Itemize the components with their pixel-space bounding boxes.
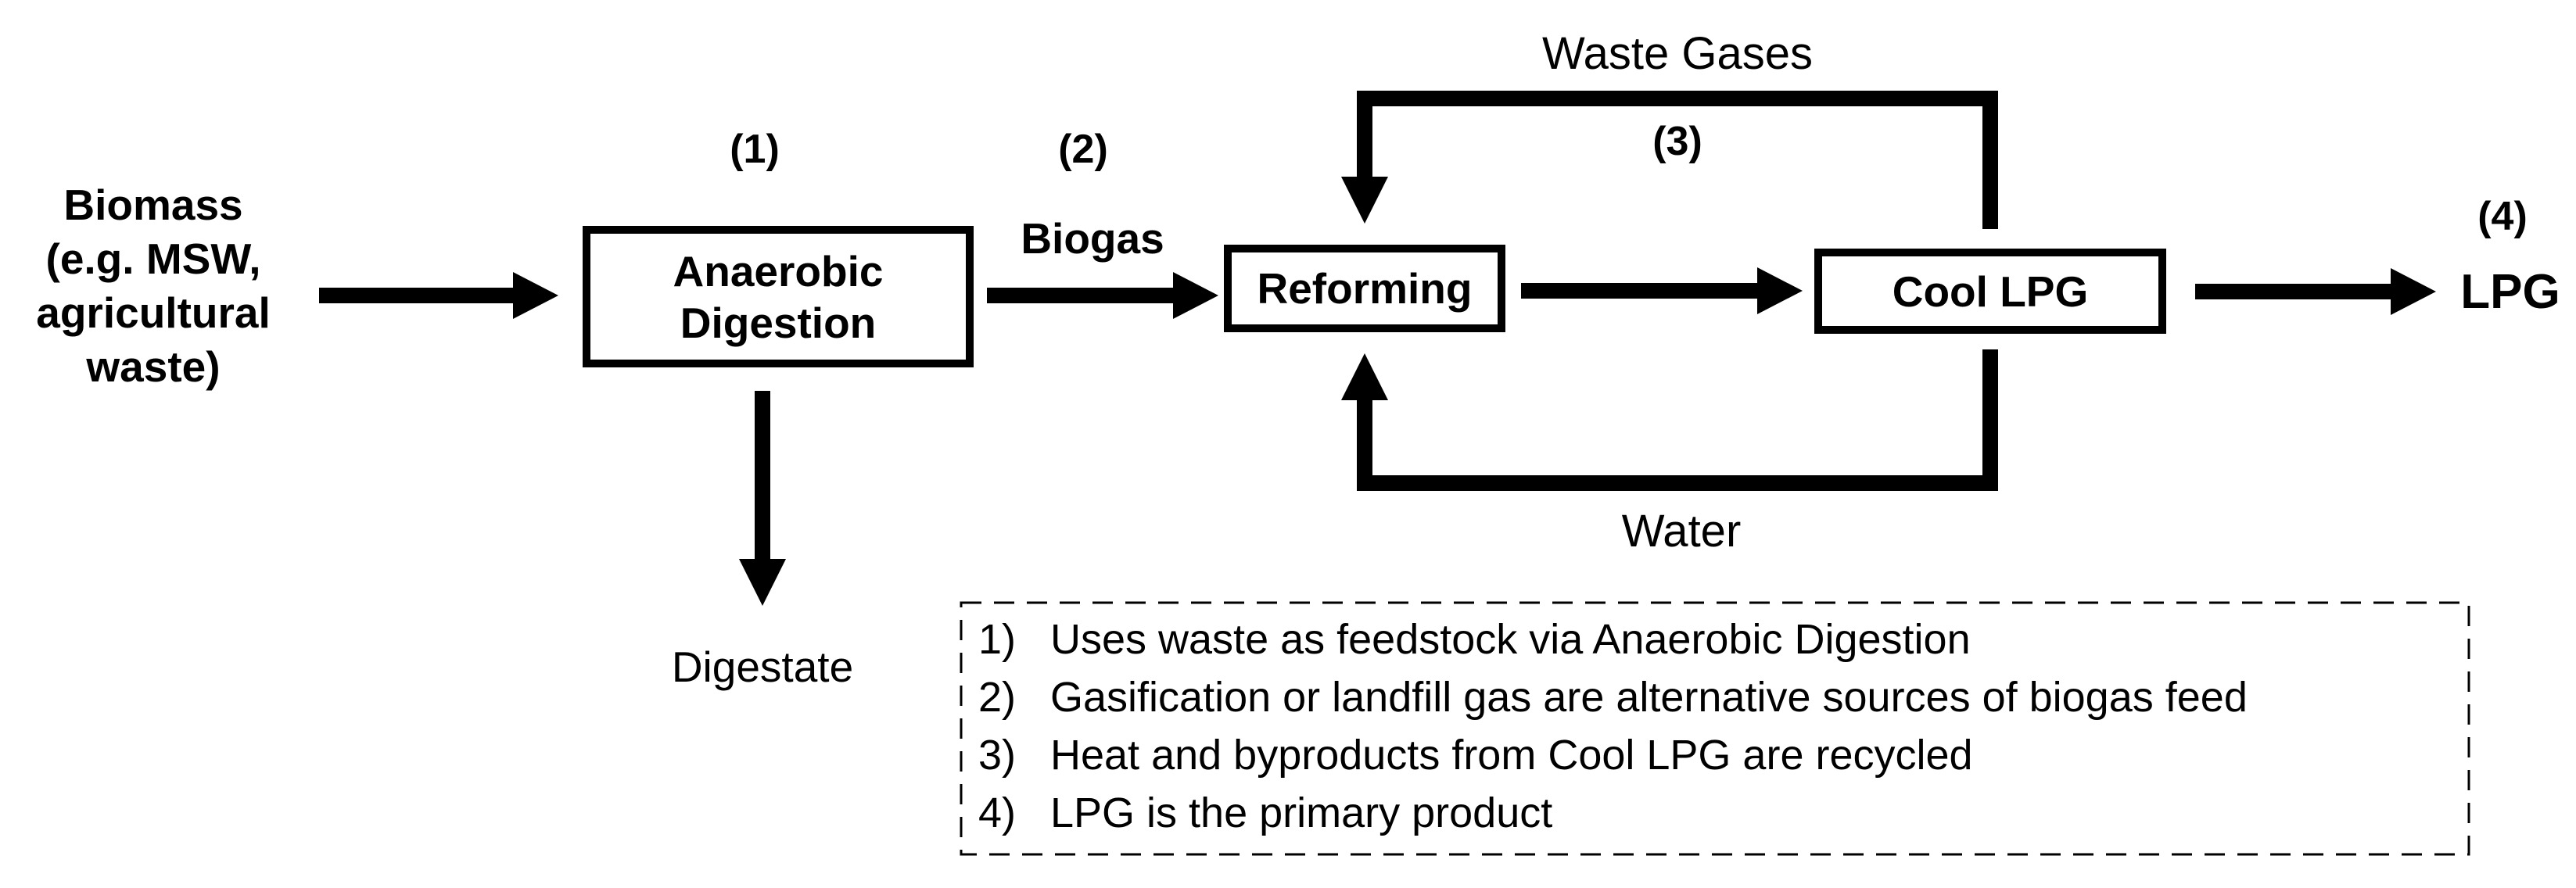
arrow-stem bbox=[755, 391, 770, 559]
reforming-box: Reforming bbox=[1224, 245, 1505, 332]
arrow-stem bbox=[987, 288, 1175, 303]
loop-bottom-line bbox=[1357, 475, 1998, 491]
footnote-text: Uses waste as feedstock via Anaerobic Di… bbox=[1050, 616, 1971, 663]
footnote-number: 2) bbox=[978, 674, 1017, 721]
footnote-item: 3) Heat and byproducts from Cool LPG are… bbox=[978, 726, 2459, 784]
step-2-marker: (2) bbox=[1058, 127, 1108, 172]
loop-top-line bbox=[1357, 91, 1998, 106]
loop-left-arm bbox=[1357, 400, 1372, 491]
footnote-number: 1) bbox=[978, 616, 1017, 663]
arrow-stem bbox=[2195, 284, 2392, 299]
cool-lpg-box: Cool LPG bbox=[1814, 249, 2166, 334]
arrow-head bbox=[739, 559, 786, 606]
loop-left-arm bbox=[1357, 106, 1372, 178]
step-1-marker: (1) bbox=[730, 127, 780, 172]
footnote-item: 4) LPG is the primary product bbox=[978, 784, 2459, 842]
step-3-marker: (3) bbox=[1652, 119, 1702, 164]
arrow-head bbox=[2391, 268, 2436, 315]
reforming-to-coollpg-arrow bbox=[1521, 267, 1803, 314]
digestate-label: Digestate bbox=[671, 643, 854, 691]
biomass-to-digestion-arrow bbox=[319, 272, 558, 319]
arrow-stem bbox=[1521, 283, 1759, 299]
arrow-stem bbox=[319, 288, 515, 303]
biogas-to-reforming-arrow bbox=[987, 272, 1218, 319]
anaerobic-digestion-box: Anaerobic Digestion bbox=[583, 226, 974, 367]
waste-gases-label: Waste Gases bbox=[1542, 28, 1813, 79]
footnote-item: 1) Uses waste as feedstock via Anaerobic… bbox=[978, 610, 2459, 668]
coollpg-to-lpg-arrow bbox=[2195, 268, 2436, 315]
footnote-number: 3) bbox=[978, 732, 1017, 779]
arrow-head bbox=[1173, 272, 1218, 319]
footnotes-list: 1) Uses waste as feedstock via Anaerobic… bbox=[978, 610, 2459, 842]
arrow-head bbox=[1757, 267, 1803, 314]
biogas-label: Biogas bbox=[1021, 214, 1164, 263]
lpg-product-label: LPG bbox=[2460, 265, 2560, 319]
footnote-text: Gasification or landfill gas are alterna… bbox=[1050, 674, 2248, 721]
arrow-head bbox=[1341, 177, 1388, 224]
footnotes-box: 1) Uses waste as feedstock via Anaerobic… bbox=[960, 601, 2470, 856]
footnote-text: Heat and byproducts from Cool LPG are re… bbox=[1050, 732, 1973, 779]
footnote-item: 2) Gasification or landfill gas are alte… bbox=[978, 668, 2459, 726]
biomass-feedstock-label: Biomass (e.g. MSW, agricultural waste) bbox=[36, 181, 271, 391]
arrow-head bbox=[513, 272, 558, 319]
footnote-number: 4) bbox=[978, 790, 1017, 836]
dashed-border bbox=[960, 601, 2470, 856]
loop-right-arm bbox=[1982, 106, 1998, 229]
loop-right-arm bbox=[1982, 349, 1998, 491]
footnote-text: LPG is the primary product bbox=[1050, 790, 1553, 836]
step-4-marker: (4) bbox=[2477, 194, 2528, 239]
arrow-head bbox=[1341, 353, 1388, 400]
water-label: Water bbox=[1621, 506, 1742, 557]
